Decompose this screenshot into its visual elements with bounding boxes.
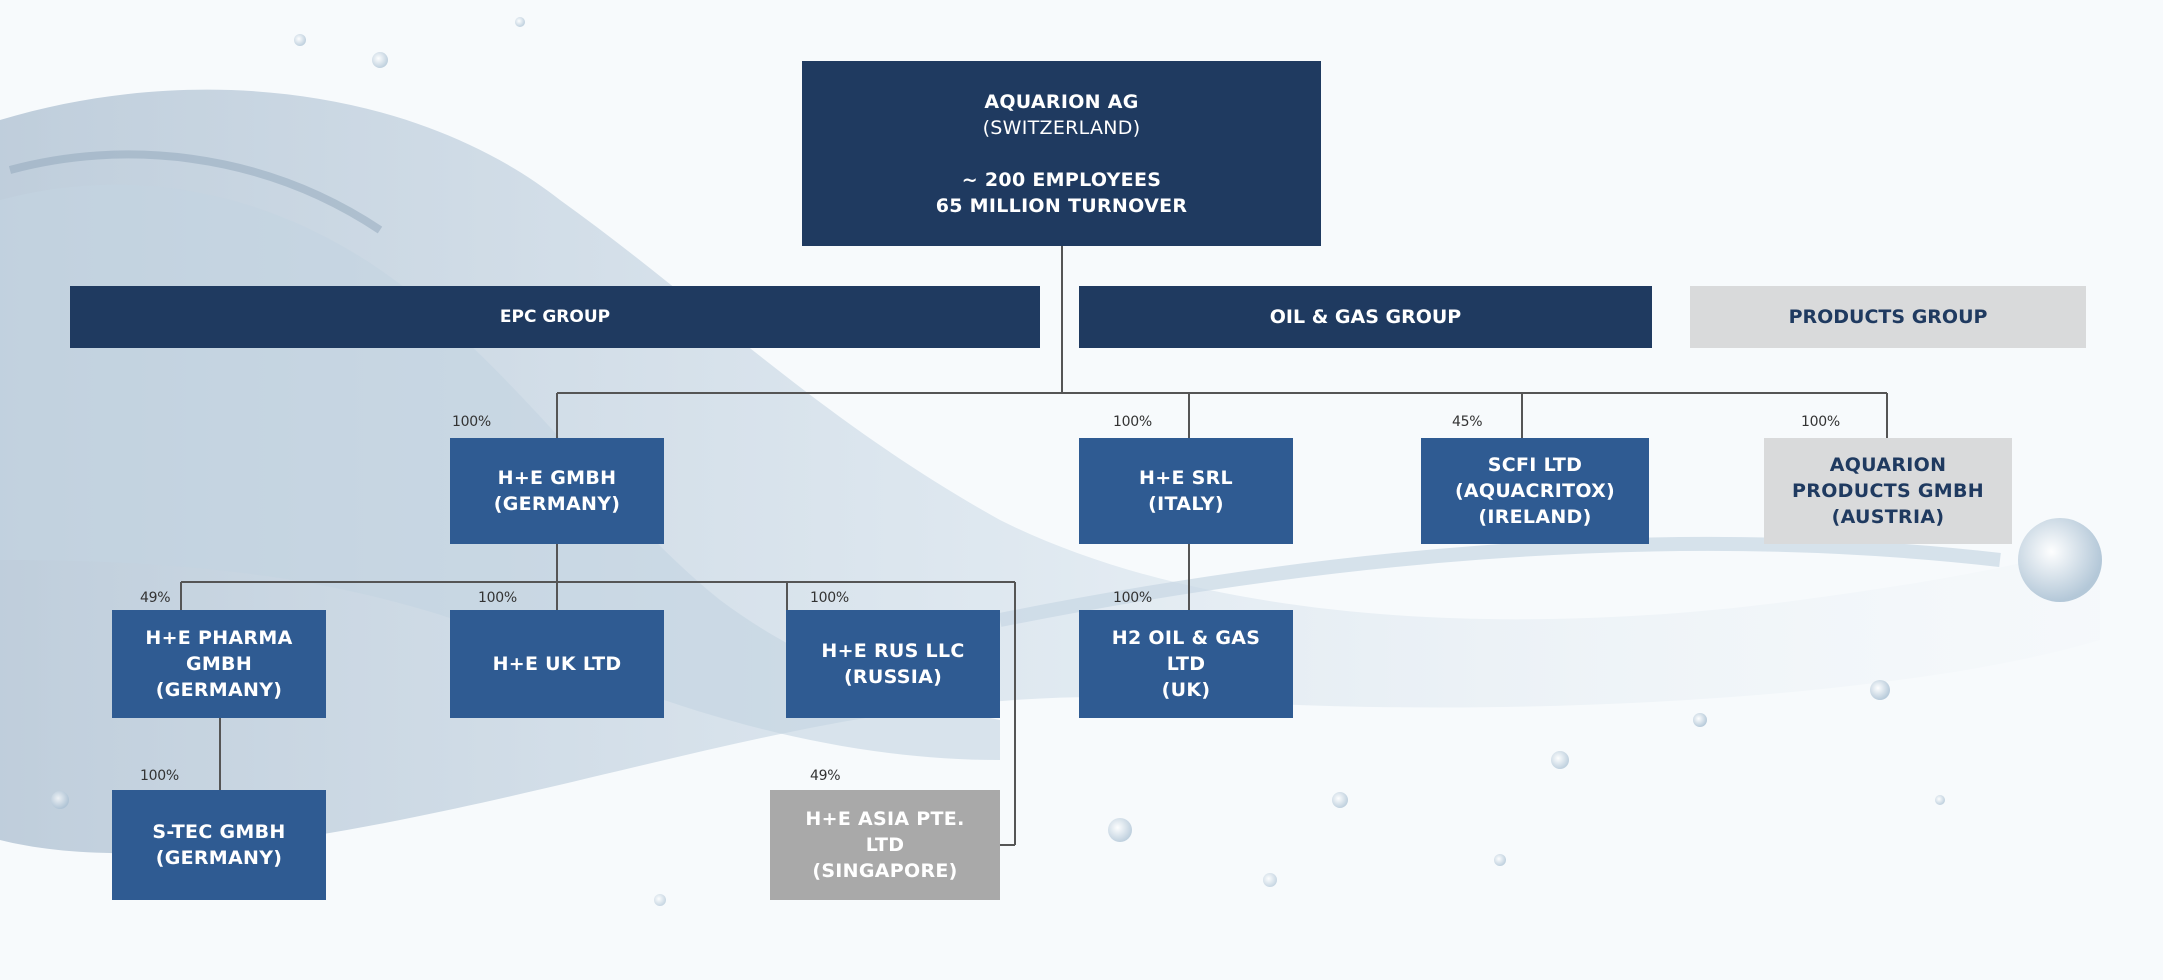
ownership-aquarion-products: 100% xyxy=(1801,414,1840,430)
group-band-products: PRODUCTS GROUP xyxy=(1690,286,2086,348)
ownership-scfi: 45% xyxy=(1452,414,1483,430)
root-employees: ~ 200 EMPLOYEES xyxy=(961,168,1162,191)
company-country: (IRELAND) xyxy=(1478,506,1592,528)
company-name: H+E SRL xyxy=(1139,467,1233,489)
company-h2-oil-gas: H2 OIL & GAS LTD (UK) xyxy=(1079,610,1293,718)
root-company-country: (SWITZERLAND) xyxy=(982,116,1141,139)
company-name: H+E GMBH xyxy=(497,467,617,489)
ownership-he-uk: 100% xyxy=(478,590,517,606)
company-name: H+E RUS LLC xyxy=(821,640,965,662)
company-subname: LTD xyxy=(865,834,905,856)
ownership-he-srl: 100% xyxy=(1113,414,1152,430)
company-he-uk: H+E UK LTD xyxy=(450,610,664,718)
company-country: (UK) xyxy=(1161,679,1211,701)
group-label-oil-gas: OIL & GAS GROUP xyxy=(1269,306,1462,328)
group-band-oil-gas: OIL & GAS GROUP xyxy=(1079,286,1652,348)
group-label-epc: EPC GROUP xyxy=(499,307,611,327)
group-label-products: PRODUCTS GROUP xyxy=(1788,306,1988,328)
company-he-pharma: H+E PHARMA GMBH (GERMANY) xyxy=(112,610,326,718)
company-aquarion-products: AQUARION PRODUCTS GMBH (AUSTRIA) xyxy=(1764,438,2012,544)
company-country: (ITALY) xyxy=(1148,493,1224,515)
company-subname: GMBH xyxy=(185,653,253,675)
company-country: (GERMANY) xyxy=(493,493,621,515)
company-he-rus: H+E RUS LLC (RUSSIA) xyxy=(786,610,1000,718)
company-name: S-TEC GMBH xyxy=(152,821,286,843)
company-he-srl: H+E SRL (ITALY) xyxy=(1079,438,1293,544)
company-country: (AUSTRIA) xyxy=(1831,506,1945,528)
ownership-he-rus: 100% xyxy=(810,590,849,606)
company-name: H2 OIL & GAS xyxy=(1111,627,1261,649)
company-subname: PRODUCTS GMBH xyxy=(1792,480,1984,502)
company-name: SCFI LTD xyxy=(1487,454,1583,476)
company-name: H+E ASIA PTE. xyxy=(805,808,965,830)
company-country: (GERMANY) xyxy=(155,679,283,701)
ownership-he-gmbh: 100% xyxy=(452,414,491,430)
company-he-asia: H+E ASIA PTE. LTD (SINGAPORE) xyxy=(770,790,1000,900)
company-country: (SINGAPORE) xyxy=(812,860,958,882)
company-scfi: SCFI LTD (AQUACRITOX) (IRELAND) xyxy=(1421,438,1649,544)
company-name: H+E PHARMA xyxy=(145,627,293,649)
ownership-he-asia: 49% xyxy=(810,768,841,784)
root-company-box: AQUARION AG (SWITZERLAND) ~ 200 EMPLOYEE… xyxy=(802,61,1321,246)
company-subname: (AQUACRITOX) xyxy=(1454,480,1616,502)
root-company-name: AQUARION AG xyxy=(984,90,1139,113)
ownership-he-pharma: 49% xyxy=(140,590,171,606)
company-name: AQUARION xyxy=(1829,454,1947,476)
company-he-gmbh: H+E GMBH (GERMANY) xyxy=(450,438,664,544)
company-country: (GERMANY) xyxy=(155,847,283,869)
ownership-h2-oil-gas: 100% xyxy=(1113,590,1152,606)
group-band-epc: EPC GROUP xyxy=(70,286,1040,348)
company-name: H+E UK LTD xyxy=(492,653,622,675)
root-turnover: 65 MILLION TURNOVER xyxy=(935,194,1188,217)
company-country: (RUSSIA) xyxy=(843,666,943,688)
company-stec: S-TEC GMBH (GERMANY) xyxy=(112,790,326,900)
company-subname: LTD xyxy=(1166,653,1206,675)
ownership-stec: 100% xyxy=(140,768,179,784)
